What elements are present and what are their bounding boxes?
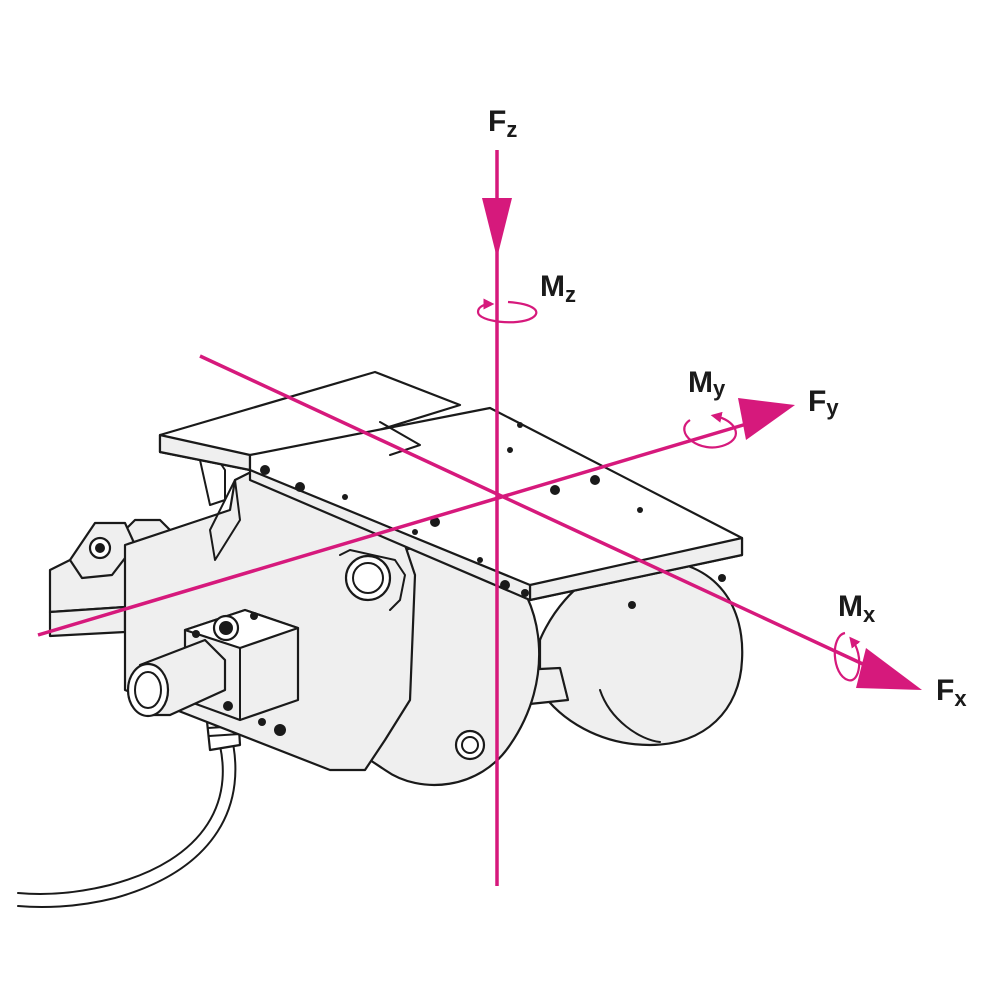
fy-arrowhead xyxy=(738,398,795,440)
sensor-cable xyxy=(17,710,242,909)
fy-label: Fy xyxy=(808,385,839,420)
y-axis-line xyxy=(37,418,761,637)
mz-label: Mz xyxy=(540,270,576,307)
my-label: My xyxy=(688,366,726,401)
mx-rotation-arrow xyxy=(833,631,861,682)
my-rotation-arrow xyxy=(683,411,737,449)
mx-label: Mx xyxy=(838,590,876,627)
mz-rotation-arrow xyxy=(476,298,538,324)
fz-arrowhead xyxy=(482,198,512,258)
fz-label: Fz xyxy=(488,105,517,142)
fx-label: Fx xyxy=(936,674,967,711)
connector-plug xyxy=(126,638,227,718)
fx-arrowhead xyxy=(856,648,922,690)
force-axes xyxy=(37,150,922,886)
axis-labels: Fz Mz My Fy Mx Fx xyxy=(488,105,967,711)
x-axis-line xyxy=(199,354,881,674)
